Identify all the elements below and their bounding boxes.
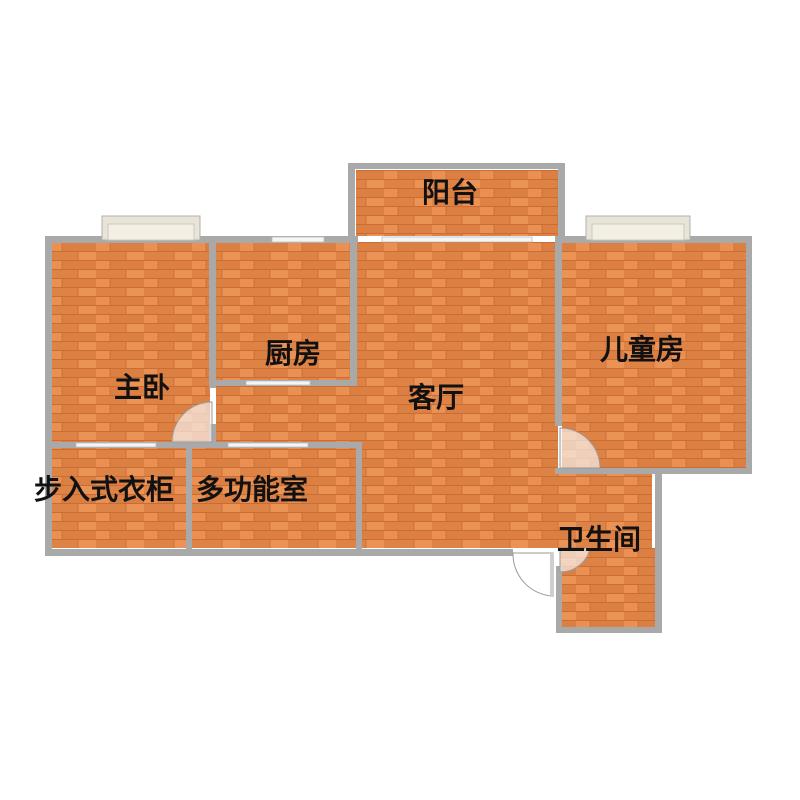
living-room-floor [216,242,652,548]
wall-bath-left [556,566,562,633]
wall-closet-multi [186,442,192,556]
wall-kitchen-right [350,236,357,386]
window-closet [75,442,157,448]
door-entrance [512,552,554,597]
window-master-bedroom-sill [107,223,195,241]
door-master-bedroom [171,401,213,443]
wall-right-kids [746,236,752,474]
wall-bath-right [655,472,662,632]
kitchen-floor [216,242,352,380]
window-kitchen-pass [245,380,311,386]
walk-in-closet-floor [52,448,188,548]
room-label-multi-function-room: 多功能室 [196,473,309,506]
window-kids-room-sill [591,223,685,241]
wall-balcony-left [348,163,355,241]
wall-multi-right [356,442,362,556]
windows [75,215,691,448]
multi-function-room-floor [192,448,356,548]
room-label-kids-room: 儿童房 [600,333,685,366]
room-label-living-room: 客厅 [408,381,465,414]
master-bedroom-floor [52,242,210,444]
window-balcony-door [381,236,533,243]
room-label-balcony: 阳台 [422,176,479,209]
door-kids-room [559,427,601,469]
window-kitchen [271,236,325,243]
wall-left [45,236,52,556]
doors [171,401,601,597]
wall-bedroom-kitchen [209,236,216,388]
floors [52,170,746,628]
kids-room-floor [562,242,746,468]
wall-living-kids [555,236,562,426]
door-entrance-leaf [550,553,554,597]
room-label-master-bedroom: 主卧 [114,371,171,404]
wall-top-left [45,236,358,243]
wall-bottom-left [45,549,513,556]
window-multi [227,442,309,448]
wall-bath-top-stub [555,468,605,474]
door-bathroom [559,547,591,573]
room-label-kitchen: 厨房 [265,337,322,370]
room-label-walk-in-closet: 步入式衣柜 [34,473,175,506]
wall-bath-bottom [556,627,662,633]
balcony-floor [356,170,558,236]
wall-balcony-top [348,163,565,169]
room-label-bathroom: 卫生间 [557,523,642,556]
wall-bottom-kids [600,468,752,474]
wall-balcony-right [558,163,565,241]
